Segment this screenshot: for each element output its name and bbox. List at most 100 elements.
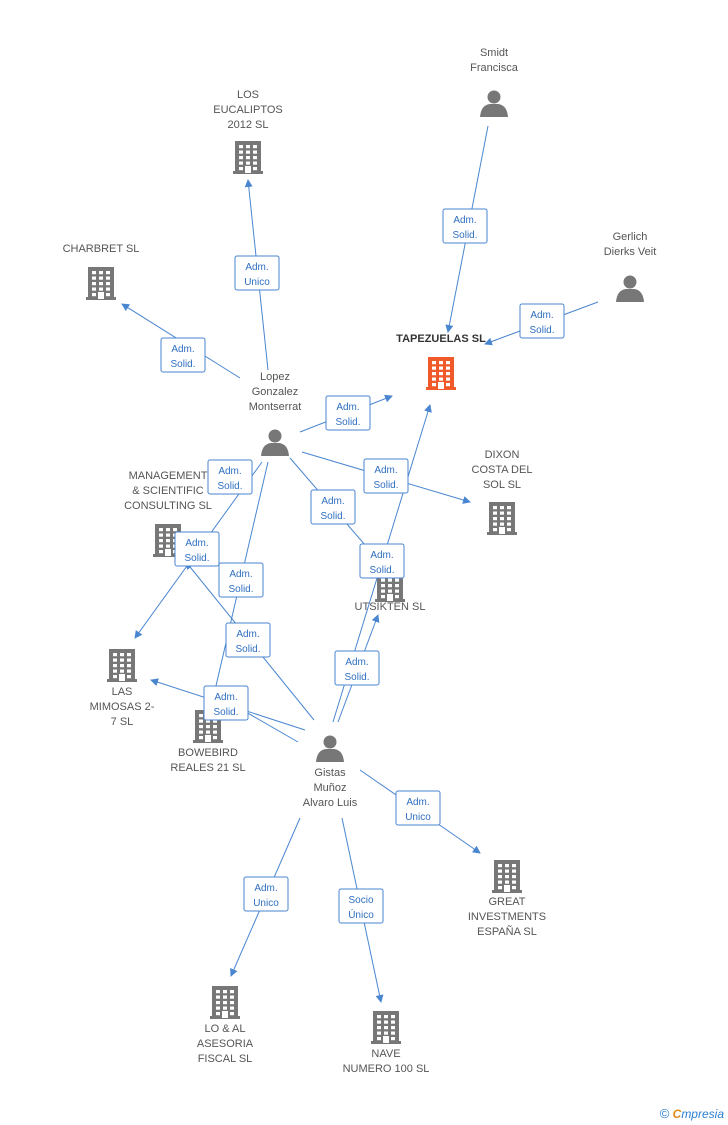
node-label-line: DIXON (485, 449, 520, 461)
edge-label-text: Adm. (185, 538, 208, 549)
edge-label-gistas-to-bowebird[interactable]: Adm.Solid. (203, 685, 249, 721)
edge-label-text: Solid. (452, 230, 477, 241)
edge-label-box (325, 395, 371, 431)
node-label-line: LAS (112, 686, 133, 698)
edge-label-text: Adm. (336, 402, 359, 413)
node-tapezuelas[interactable]: TAPEZUELAS SL (396, 333, 486, 390)
brand-watermark: © Cmpresia (660, 1106, 724, 1121)
edge-label-text: Solid. (213, 707, 238, 718)
node-label-line: Dierks Veit (604, 246, 657, 258)
building-icon (107, 649, 137, 682)
edge-label-text: Único (348, 908, 374, 921)
node-label-line: COSTA DEL (472, 464, 533, 476)
edge-label-text: Solid. (529, 325, 554, 336)
edge-label-box (218, 562, 264, 598)
edge-label-text: Adm. (370, 550, 393, 561)
person-icon (261, 429, 289, 456)
edge-label-lopez-to-charbret[interactable]: Adm.Solid. (160, 337, 206, 373)
edge-label-text: Adm. (453, 215, 476, 226)
node-label-line: INVESTMENTS (468, 911, 546, 923)
edge-label-gistas-to-mimosas[interactable]: Adm. Solid. (225, 622, 271, 658)
edge-label-text: Solid. (335, 417, 360, 428)
building-icon (86, 267, 116, 300)
edge-label-lopez-to-bowebird[interactable]: Adm.Solid. (218, 562, 264, 598)
edge-label-lopez-to-mimosas[interactable]: Adm.Solid. (207, 459, 253, 495)
node-label-line: EUCALIPTOS (213, 104, 283, 116)
edge-label-gistas-to-utsikten[interactable]: Adm.Solid. (334, 650, 380, 686)
edge-label-text: Unico (253, 898, 279, 909)
edge-label-text: Solid. (373, 480, 398, 491)
edge-label-text: Adm. (374, 465, 397, 476)
edge-label-text: Solid. (235, 644, 260, 655)
edge-label-text: Solid. (184, 553, 209, 564)
edge-label-gistas-to-management[interactable]: Adm. Solid. (174, 531, 220, 567)
node-label-line: ASESORIA (197, 1038, 254, 1050)
building-icon (492, 860, 522, 893)
edge-label-smidt-to-tapezuelas[interactable]: Adm. Solid. (442, 208, 488, 244)
edge-label-text: Adm. (236, 629, 259, 640)
node-label-line: FISCAL SL (198, 1053, 253, 1065)
edge-label-text: Unico (244, 277, 270, 288)
building-icon (487, 502, 517, 535)
edge-label-gistas-to-tapezuelas[interactable]: Adm. Solid. (359, 543, 405, 579)
node-label-line: & SCIENTIFIC (132, 485, 204, 497)
person-icon (616, 275, 644, 302)
node-label-line: MANAGEMENT (129, 470, 208, 482)
node-label-line: Montserrat (249, 401, 302, 413)
edge-label-lopez-to-tapezuelas[interactable]: Adm. Solid. (325, 395, 371, 431)
node-great[interactable]: GREAT INVESTMENTS ESPAÑA SL (468, 860, 546, 938)
node-label-line: UTSIKTEN SL (355, 601, 426, 613)
node-label-line: GREAT (488, 896, 525, 908)
node-label-line: TAPEZUELAS SL (396, 333, 486, 345)
edge-label-box (359, 543, 405, 579)
node-label-line: Gerlich (613, 231, 648, 243)
edge-label-box (174, 531, 220, 567)
node-label-line: Gonzalez (252, 386, 298, 398)
node-label-line: MIMOSAS 2- (90, 701, 155, 713)
copyright-symbol: © (659, 1106, 670, 1121)
edge-label-text: Solid. (228, 584, 253, 595)
node-label-line: Francisca (470, 62, 519, 74)
person-icon (480, 90, 508, 117)
edge-label-box (519, 303, 565, 339)
brand-name: mpresia (681, 1107, 724, 1121)
node-label-line: CHARBRET SL (63, 243, 140, 255)
edge-label-box (225, 622, 271, 658)
person-icon (316, 735, 344, 762)
node-label-line: CONSULTING SL (124, 500, 212, 512)
node-label-line: NAVE (371, 1048, 400, 1060)
edge-label-text: Adm. (345, 657, 368, 668)
edge-label-text: Solid. (320, 511, 345, 522)
edge-label-text: Adm. (245, 262, 268, 273)
edge-label-text: Solid. (369, 565, 394, 576)
edge-label-box (395, 790, 441, 826)
edge-label-text: Adm. (321, 496, 344, 507)
edge-label-text: Adm. (218, 466, 241, 477)
node-label-line: 2012 SL (228, 119, 269, 131)
edge-label-lopez-to-utsikten[interactable]: Adm. Solid. (310, 489, 356, 525)
edge-label-box (338, 888, 384, 924)
edge-label-box (442, 208, 488, 244)
edge-label-gerlich-to-tapezuelas[interactable]: Adm.Solid. (519, 303, 565, 339)
edge-label-lopez-to-dixon[interactable]: Adm. Solid. (363, 458, 409, 494)
edge-label-box (310, 489, 356, 525)
edge-label-gistas-to-loal[interactable]: Adm.Unico (243, 876, 289, 912)
edge-label-text: Unico (405, 812, 431, 823)
edge-label-gistas-to-great[interactable]: Adm. Unico (395, 790, 441, 826)
node-label-line: Gistas (314, 767, 346, 779)
node-label-line: ESPAÑA SL (477, 925, 537, 938)
edge-label-lopez-to-eucaliptos[interactable]: Adm. Unico (234, 255, 280, 291)
edge-label-text: Adm. (406, 797, 429, 808)
edge-label-box (203, 685, 249, 721)
node-charbret[interactable]: CHARBRET SL (63, 243, 140, 300)
